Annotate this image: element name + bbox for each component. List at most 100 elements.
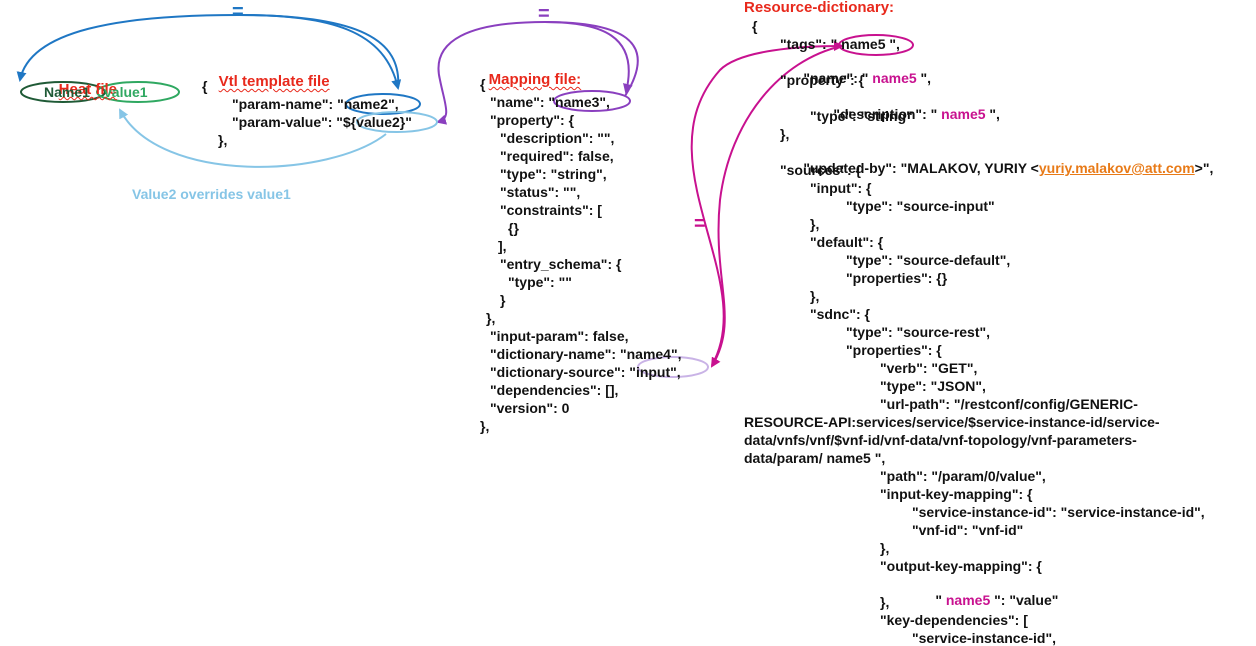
mapping-line-6: "type": "string",	[500, 166, 607, 182]
mapping-file-title-text: Mapping file:	[488, 71, 582, 88]
ellipse-value1	[96, 81, 180, 103]
magenta-arrow-back	[710, 45, 843, 368]
dict-updated-by-text: "updated-by": "MALAKOV, YURIY <	[803, 160, 1039, 176]
blue-arrow-name2-to-name1	[16, 13, 400, 89]
dict-line-type-source-input: "type": "source-input"	[846, 198, 995, 214]
dict-line-type-json: "type": "JSON",	[880, 378, 986, 394]
dict-updated-by-close: >",	[1194, 160, 1214, 176]
mapping-line-2: "name": "name3",	[490, 94, 610, 110]
dict-line-sources: "sources": {	[780, 162, 861, 178]
dict-line-description: "description": " name5 ",	[810, 90, 1000, 138]
dict-okm-open: "	[935, 592, 946, 608]
resource-dictionary-title: Resource-dictionary:	[744, 0, 895, 16]
mapping-file-title: Mapping file:	[472, 56, 582, 104]
dict-line-tags: "tags": " name5 ",	[780, 36, 900, 52]
dict-name-value: name5	[872, 70, 917, 86]
dict-line-1: {	[752, 18, 758, 34]
mapping-line-16: "dictionary-name": "name4",	[490, 346, 682, 362]
dict-line-properties-empty: "properties": {}	[846, 270, 948, 286]
equals-sign-magenta: =	[694, 213, 706, 235]
ellipse-name4	[637, 356, 709, 378]
mapping-line-7: "status": "",	[500, 184, 581, 200]
dict-line-verb: "verb": "GET",	[880, 360, 978, 376]
mapping-line-5: "required": false,	[500, 148, 614, 164]
dict-line-url-cont-3: data/param/ name5 ",	[744, 450, 886, 466]
mapping-line-13: }	[500, 292, 506, 308]
dict-line-type-source-default: "type": "source-default",	[846, 252, 1011, 268]
mapping-line-1: {	[480, 76, 486, 92]
heat-file-title: Heat file	[42, 66, 117, 114]
vtl-file-title-text: Vtl template file	[218, 73, 330, 90]
override-note: Value2 overrides value1	[132, 186, 291, 202]
vtl-line-4: },	[218, 132, 228, 148]
vtl-line-2: "param-name": "name2",	[232, 96, 399, 112]
vtl-line-3: "param-value": "${value2}"	[232, 114, 412, 130]
dict-line-close-input: },	[810, 216, 820, 232]
dict-line-updated-by: "updated-by": "MALAKOV, YURIY <yuriy.mal…	[780, 144, 1213, 192]
dict-line-kd-entry: "service-instance-id",	[912, 630, 1056, 646]
dict-description-key: "description": "	[833, 106, 942, 122]
mapping-line-15: "input-param": false,	[490, 328, 629, 344]
dict-line-close-ikm: },	[880, 540, 890, 556]
dict-line-sdnc: "sdnc": {	[810, 306, 870, 322]
mapping-line-9: {}	[508, 220, 519, 236]
ellipse-name2	[345, 93, 421, 115]
dict-line-url-cont-2: data/vnfs/vnf/$vnf-id/vnf-data/vnf-topol…	[744, 432, 1137, 448]
mapping-line-12: "type": ""	[508, 274, 572, 290]
dict-line-default: "default": {	[810, 234, 884, 250]
dict-line-property: "property": {	[780, 72, 865, 88]
mapping-line-3: "property": {	[490, 112, 575, 128]
dict-okm-name5: name5	[945, 592, 991, 608]
dict-name-close: ",	[916, 70, 932, 86]
vtl-file-title: Vtl template file	[202, 58, 330, 106]
ellipse-name5	[838, 34, 914, 56]
mapping-line-17: "dictionary-source": "input",	[490, 364, 681, 380]
purple-arrow-head-top	[544, 21, 633, 94]
dict-line-close-default: },	[810, 288, 820, 304]
dict-line-type-source-rest: "type": "source-rest",	[846, 324, 991, 340]
mapping-line-19: "version": 0	[490, 400, 570, 416]
dict-line-input: "input": {	[810, 180, 872, 196]
dict-okm-value: ": "value"	[990, 592, 1059, 608]
mapping-line-4: "description": "",	[500, 130, 615, 146]
dict-line-properties: "properties": {	[846, 342, 942, 358]
dict-description-close: ",	[985, 106, 1000, 122]
ellipse-name3	[553, 90, 631, 112]
heat-file-title-text: Heat file	[58, 81, 118, 98]
dict-name-key: "name": "	[803, 70, 873, 86]
ellipse-name1	[20, 81, 106, 103]
mapping-line-14: },	[486, 310, 496, 326]
dict-line-close-okm: },	[880, 594, 890, 610]
dict-line-service-instance-id: "service-instance-id": "service-instance…	[912, 504, 1205, 520]
equals-sign-purple: =	[538, 3, 550, 25]
dict-email-link[interactable]: yuriy.malakov@att.com	[1038, 160, 1195, 176]
mapping-line-10: ],	[498, 238, 507, 254]
dict-line-url-path: "url-path": "/restconf/config/GENERIC-	[880, 396, 1138, 412]
dict-line-key-dependencies: "key-dependencies": [	[880, 612, 1028, 628]
mapping-line-20: },	[480, 418, 490, 434]
ellipse-value2	[356, 111, 438, 133]
dict-line-type-string: "type": "string"	[810, 108, 913, 124]
dict-line-close-property: },	[780, 126, 790, 142]
dict-description-value: name5	[941, 106, 986, 122]
magenta-arrow-name4-to-name5	[690, 41, 844, 366]
mapping-line-18: "dependencies": [],	[490, 382, 619, 398]
dict-line-name: "name": " name5 ",	[780, 54, 931, 102]
vtl-line-1: {	[202, 78, 208, 94]
dict-line-output-key-mapping: "output-key-mapping": {	[880, 558, 1042, 574]
purple-arrow-name3-to-name2	[436, 20, 639, 125]
blue-arrow-tail	[239, 14, 402, 90]
mapping-line-11: "entry_schema": {	[500, 256, 622, 272]
dict-line-url-cont-1: RESOURCE-API:services/service/$service-i…	[744, 414, 1160, 430]
heat-value1: value1	[104, 84, 148, 100]
mapping-line-8: "constraints": [	[500, 202, 602, 218]
dict-line-vnf-id: "vnf-id": "vnf-id"	[912, 522, 1024, 538]
equals-sign-blue: =	[232, 1, 244, 23]
dict-line-okm-entry: " name5 ": "value"	[912, 576, 1058, 624]
dict-line-input-key-mapping: "input-key-mapping": {	[880, 486, 1033, 502]
dict-line-path: "path": "/param/0/value",	[880, 468, 1046, 484]
heat-key-name1: Name1	[44, 84, 90, 100]
lightblue-arrow-value2-to-value1	[119, 108, 387, 168]
